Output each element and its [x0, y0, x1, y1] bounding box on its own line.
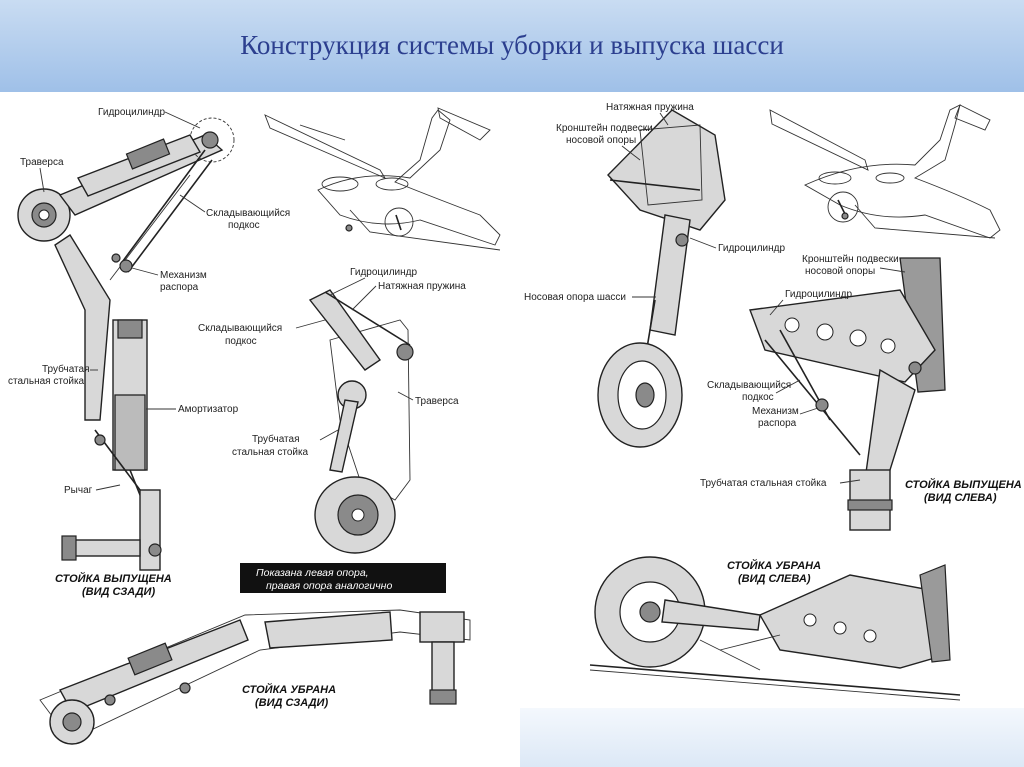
header-band: [0, 0, 1024, 92]
mid-label-folding-brace-1: Складывающийся: [198, 323, 282, 334]
mid-label-folding-brace-2: подкос: [225, 336, 257, 347]
label-lever: Рычаг: [64, 485, 93, 496]
mid-label-tension-spring: Натяжная пружина: [378, 281, 466, 292]
label-traverse: Траверса: [20, 157, 64, 168]
caption-extended-left-2: (ВИД СЛЕВА): [924, 492, 997, 504]
right-label-tension-spring: Натяжная пружина: [606, 102, 694, 113]
right-label-bracket2-1: Кронштейн подвески: [802, 254, 899, 265]
caption-retracted-left-2: (ВИД СЛЕВА): [738, 573, 811, 585]
nose-gear-retracted-drawing: [589, 556, 961, 701]
mid-label-traverse: Траверса: [415, 396, 459, 407]
nose-gear-extended-drawing: [597, 109, 726, 448]
caption-retracted-rear-1: СТОЙКА УБРАНА: [242, 683, 336, 696]
main-gear-extended-drawing: [17, 117, 235, 571]
main-gear-retracted-drawing: [39, 609, 471, 745]
label-tubular-strut-2: стальная стойка: [8, 376, 85, 387]
label-shock-absorber: Амортизатор: [178, 404, 239, 415]
slide-title: Конструкция системы уборки и выпуска шас…: [240, 30, 784, 60]
caption-extended-rear-1: СТОЙКА ВЫПУЩЕНА: [55, 572, 172, 585]
right-label-spreader-2: распора: [758, 418, 797, 429]
label-spreader-mechanism-2: распора: [160, 282, 199, 293]
note-box: [240, 563, 446, 593]
label-folding-brace-2: подкос: [228, 220, 260, 231]
label-spreader-mechanism-1: Механизм: [160, 270, 207, 281]
right-label-folding-brace-1: Складывающийся: [707, 380, 791, 391]
caption-retracted-left-1: СТОЙКА УБРАНА: [727, 559, 821, 572]
right-label-spreader-1: Механизм: [752, 406, 799, 417]
caption-retracted-rear-2: (ВИД СЗАДИ): [255, 697, 328, 709]
right-label-bracket2-2: носовой опоры: [805, 266, 875, 277]
label-tubular-strut-1: Трубчатая: [42, 363, 90, 375]
note-line-1: Показана левая опора,: [256, 567, 369, 579]
right-label-hydraulic-cylinder: Гидроцилиндр: [718, 243, 785, 254]
label-folding-brace-1: Складывающийся: [206, 208, 290, 219]
right-label-tubular-strut: Трубчатая стальная стойка: [700, 477, 827, 489]
nose-gear-left-view-drawing: [749, 257, 946, 531]
caption-extended-rear-2: (ВИД СЗАДИ): [82, 586, 155, 598]
mid-label-tubular-strut-2: стальная стойка: [232, 447, 309, 458]
mid-label-hydraulic-cylinder: Гидроцилиндр: [350, 267, 417, 278]
right-label-folding-brace-2: подкос: [742, 392, 774, 403]
right-label-bracket-2: носовой опоры: [566, 135, 636, 146]
caption-extended-left-1: СТОЙКА ВЫПУЩЕНА: [905, 478, 1022, 491]
mid-label-tubular-strut-1: Трубчатая: [252, 433, 300, 445]
main-gear-side-drawing: [308, 289, 414, 554]
label-hydraulic-cylinder: Гидроцилиндр: [98, 107, 165, 118]
aircraft-outline-nose: [769, 104, 1001, 239]
right-label-nose-gear: Носовая опора шасси: [524, 292, 626, 303]
aircraft-outline-main: [264, 107, 501, 251]
right-label-hydraulic-cylinder-2: Гидроцилиндр: [785, 289, 852, 300]
right-label-bracket-1: Кронштейн подвески: [556, 123, 653, 134]
bottom-band: [520, 708, 1024, 767]
note-line-2: правая опора аналогично: [266, 580, 392, 592]
